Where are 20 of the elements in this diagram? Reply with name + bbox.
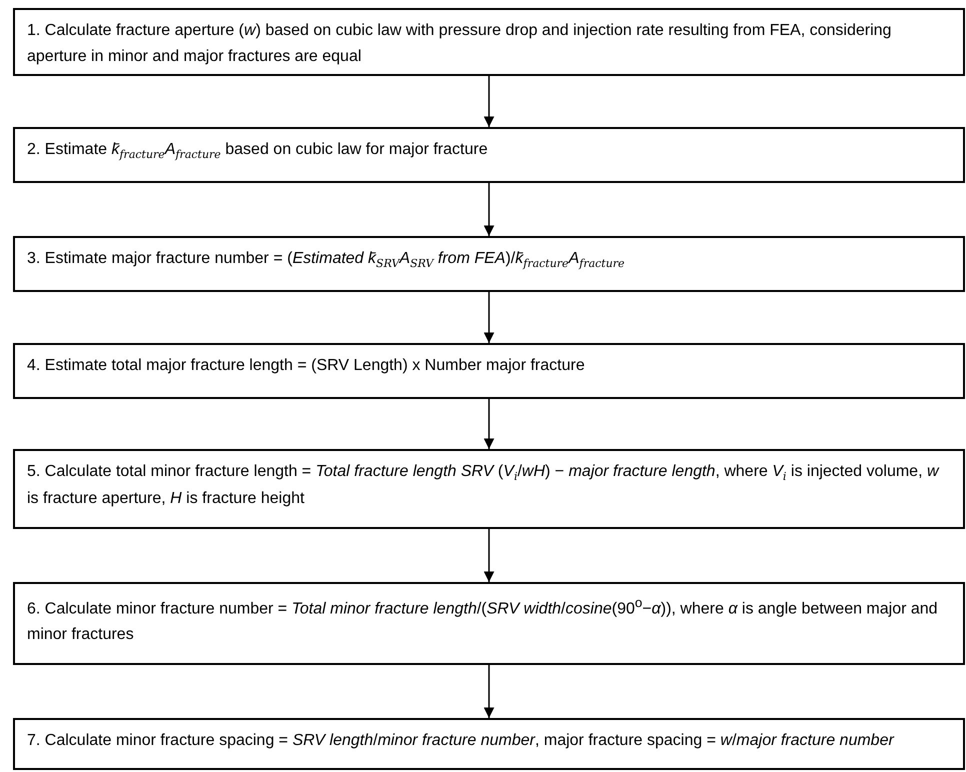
arrow xyxy=(484,76,494,127)
step-text: 5. Calculate total minor fracture length = Total fracture length SRV (V$_{i}$/wH) − major fracture length, where V$_{i}$ is injected volume, w is fracture aperture, H is fracture height xyxy=(27,462,940,509)
step-text: 1. Calculate fracture aperture (w) based on cubic law with pressure drop and injection rate resulting from FEA, considering aperture in minor and major fractures are equal xyxy=(27,21,892,67)
step-text: 7. Calculate minor fracture spacing = SRV length/minor fracture number, major fracture spacing = w/major fracture number xyxy=(27,731,896,751)
step-text: 4. Estimate total major fracture length = (SRV Length) x Number major fracture xyxy=(27,356,586,376)
process-box xyxy=(13,343,965,399)
arrow xyxy=(484,292,494,343)
process-box xyxy=(13,127,965,183)
step-text: 2. Estimate k̄$_{fracture}$A$_{fracture}$ based on cubic law for major fracture xyxy=(27,140,489,164)
process-box xyxy=(13,449,965,529)
step-text: 3. Estimate major fracture number = (Estimated k̄$_{SRV}$A$_{SRV}$ from FEA)/k̄$_{fracture}$A$_{fracture}$ xyxy=(27,249,626,272)
arrow xyxy=(484,183,494,236)
step-text: 6. Calculate minor fracture number = Total minor fracture length/(SRV width/cosine(90$^{o}$−α)), where α is angle between major and minor fractures xyxy=(27,594,939,645)
process-box xyxy=(13,236,965,292)
arrow xyxy=(484,399,494,449)
arrow xyxy=(484,529,494,582)
process-box xyxy=(13,718,965,770)
process-box xyxy=(13,8,965,76)
process-box xyxy=(13,582,965,665)
arrow xyxy=(484,665,494,718)
